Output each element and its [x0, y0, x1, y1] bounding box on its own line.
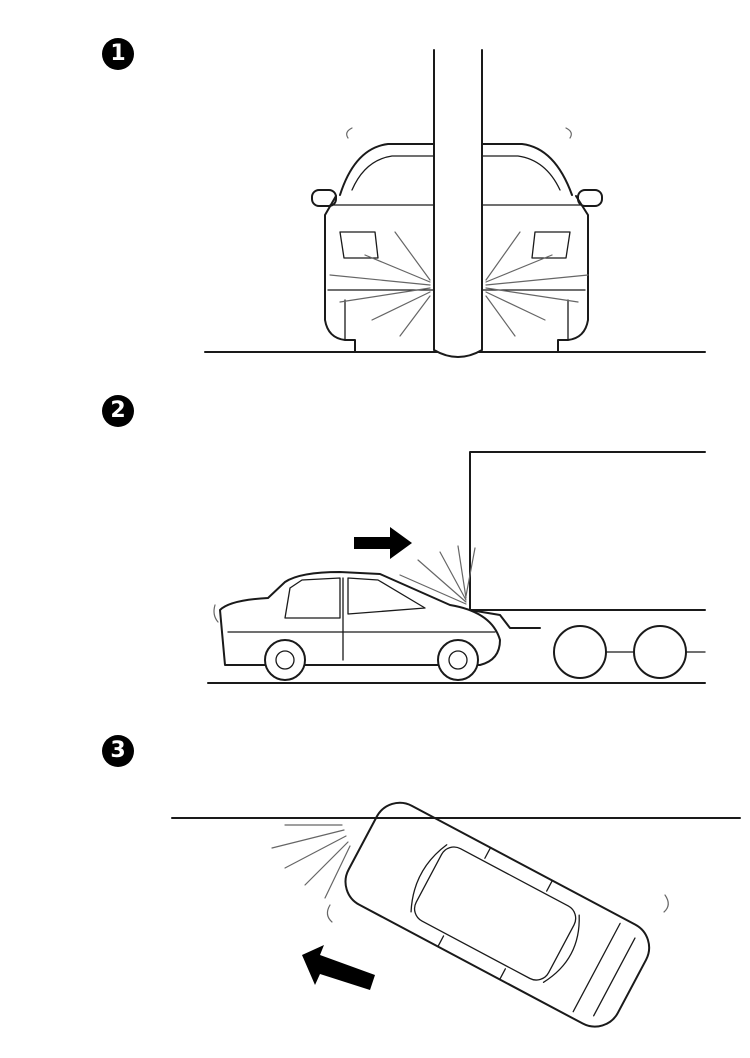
impact-lines-2	[213, 545, 476, 623]
right-arrow-icon	[354, 527, 412, 559]
front-glass	[542, 914, 580, 983]
diagonal-arrow-icon	[302, 945, 375, 990]
truck-wheel-2	[633, 625, 687, 679]
headlight-right	[531, 231, 571, 259]
impact-lines-1	[329, 127, 589, 337]
car-body	[219, 571, 501, 666]
car-top-view	[344, 801, 651, 1028]
front-window	[347, 577, 426, 615]
car-body-right	[557, 195, 589, 353]
mirror-right	[577, 189, 603, 207]
mirror-left	[311, 189, 337, 207]
headlight-left	[339, 231, 379, 259]
underride-guard	[469, 609, 541, 629]
car-rear-wheel	[264, 639, 306, 681]
car-outline	[344, 801, 651, 1028]
car-side-view	[219, 571, 501, 681]
trailer-box	[469, 451, 706, 611]
step-marker-1: 1	[102, 38, 134, 70]
scene-3-angled-impact	[171, 801, 741, 1028]
rear-window	[284, 577, 341, 619]
hood-crease	[572, 922, 621, 1013]
step-marker-2: 2	[102, 395, 134, 427]
impact-lines-3	[271, 824, 669, 923]
truck-wheel-1	[553, 625, 607, 679]
scene-2-truck-impact	[207, 451, 706, 684]
car-body-left	[324, 195, 356, 353]
car-cabin	[413, 846, 577, 981]
pole	[433, 49, 483, 358]
rear-glass	[410, 844, 448, 913]
truck-trailer	[469, 451, 706, 679]
car-front-wheel	[437, 639, 479, 681]
scene-1-pole-impact	[204, 49, 706, 358]
step-marker-3: 3	[102, 735, 134, 767]
